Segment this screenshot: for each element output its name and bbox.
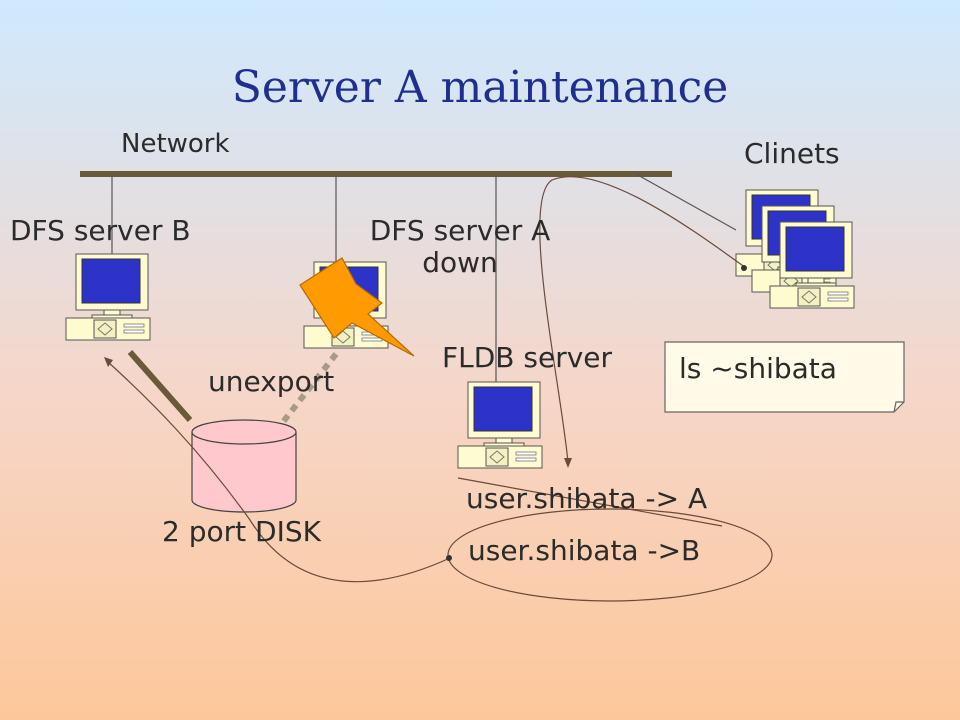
- unexport-label: unexport: [208, 365, 335, 398]
- dfs-server-a-label-line1: DFS server A: [369, 214, 551, 247]
- network-label: Network: [121, 129, 230, 159]
- dfs-server-a-label-line2: down: [422, 246, 498, 280]
- old-entry-strike: [457, 477, 723, 527]
- redirect-arrow: [107, 361, 451, 583]
- dfs-server-a-label: DFS server A down: [350, 214, 570, 280]
- fldb-server-computer: [457, 381, 543, 469]
- request-arrow: [539, 176, 747, 463]
- disk-link-b: [127, 350, 193, 422]
- entry-new-label: user.shibata ->B: [468, 534, 701, 567]
- new-entry-ellipse: [447, 508, 773, 602]
- callout-box: [664, 341, 905, 413]
- disk-link-a-unexported: [280, 352, 339, 424]
- entry-old-label: user.shibata -> A: [466, 482, 708, 515]
- callout-text: ls ~shibata: [679, 352, 837, 385]
- dfs-server-b-label: DFS server B: [10, 214, 191, 247]
- dfs-server-b-computer: [65, 253, 151, 341]
- lightning-bolt-icon: [299, 257, 415, 357]
- clients-label: Clinets: [744, 137, 840, 170]
- callout: ls ~shibata: [665, 342, 903, 412]
- fldb-server-label: FLDB server: [442, 341, 613, 374]
- client-computer-3: [769, 221, 855, 309]
- drop-clients: [635, 173, 737, 231]
- disk-label: 2 port DISK: [162, 515, 321, 548]
- disk-icon: [191, 419, 297, 513]
- slide-title: Server A maintenance: [231, 62, 729, 113]
